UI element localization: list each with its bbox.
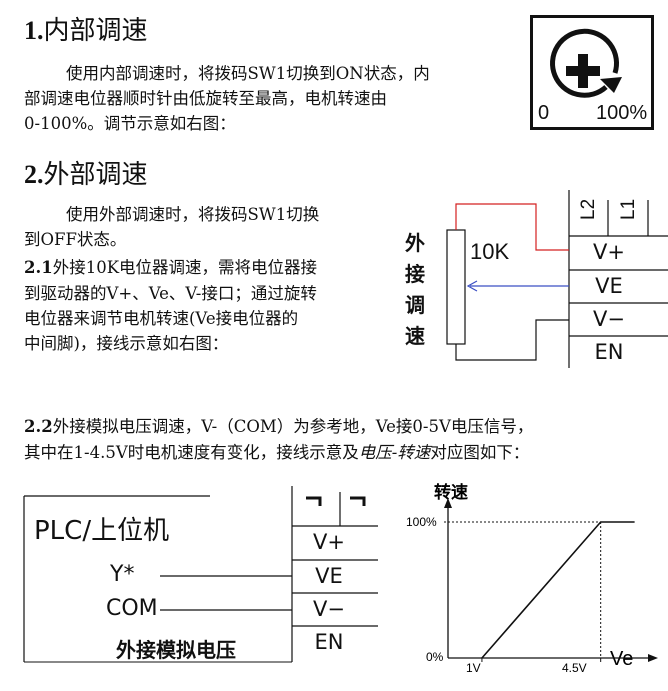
section2-line1: 使用外部调速时，将拨码SW1切换 (66, 205, 320, 224)
chart-ytick-100: 100% (406, 515, 437, 529)
section1-line3: 0-100%。调节示意如右图： (24, 114, 236, 133)
knob-min-label: 0 (538, 102, 550, 124)
chart-series-line (481, 521, 635, 659)
knob-diagram: 0 100% (530, 15, 654, 130)
terminal-l1: L1 (618, 198, 639, 220)
pin-com: COM (106, 596, 158, 621)
side-label-char-4: 速 (405, 324, 425, 348)
sub2-text1: 外接模拟电压调速，V-（COM）为参考地，Ve接0-5V电压信号， (52, 417, 534, 436)
terminal-l2: L2 (578, 198, 599, 220)
plc-terminal-ve: VE (315, 564, 343, 588)
terminal-ve: VE (595, 274, 623, 298)
potentiometer-wiring-diagram: 外 接 调 速 10K L2 L1 V+ VE V− EN (396, 190, 668, 375)
chart-x-axis-arrow (648, 654, 658, 662)
side-label-char-3: 调 (405, 293, 425, 317)
sub2-line1: 2.2外接模拟电压调速，V-（COM）为参考地，Ve接0-5V电压信号， (24, 415, 533, 438)
section2-title: 外部调速 (43, 160, 148, 190)
section1-number: 1. (24, 16, 44, 45)
chart-ylabel: 转速 (434, 482, 468, 502)
section2-line2: 到OFF状态。 (24, 230, 127, 249)
analog-voltage-caption: 外接模拟电压 (116, 638, 236, 662)
chart-ytick-0: 0% (426, 650, 444, 664)
section1-heading: 1.内部调速 (24, 10, 148, 47)
section1-line2: 部调速电位器顺时针由低旋转至最高，电机转速由 (24, 89, 387, 108)
terminal-vminus: V− (593, 307, 625, 331)
sub2-line2: 其中在1-4.5V时电机速度有变化，接线示意及电压-转速对应图如下： (24, 441, 529, 464)
sub2-text2b: 对应图如下： (430, 443, 530, 462)
sub1-text1: 外接10K电位器调速，需将电位器接 (52, 258, 318, 277)
sub1-line2: 到驱动器的V+、Ve、V-接口；通过旋转 (24, 284, 317, 303)
side-label-char-2: 接 (405, 262, 425, 286)
chart-xtick-1v: 1V (466, 661, 481, 675)
chart-xtick-45v: 4.5V (562, 661, 587, 675)
chart-xlabel: Ve (610, 648, 633, 670)
section2-number: 2. (24, 160, 44, 189)
terminal-en: EN (594, 340, 624, 364)
knob-max-label: 100% (596, 102, 648, 124)
pin-y: Y* (110, 562, 135, 587)
plc-title: PLC/上位机 (34, 516, 170, 546)
section1-title: 内部调速 (43, 16, 148, 46)
terminal-vplus: V+ (593, 240, 625, 264)
plc-terminal-vplus: V+ (313, 530, 345, 554)
chart-y-axis-arrow (444, 498, 452, 508)
sub2-text2-italic: 电压-转速 (358, 443, 431, 462)
rotate-clockwise-icon (550, 28, 622, 98)
sub2-text2a: 其中在1-4.5V时电机速度有变化，接线示意及 (24, 443, 359, 462)
section1-line1: 使用内部调速时，将拨码SW1切换到ON状态，内 (66, 64, 430, 83)
voltage-speed-chart: 转速 Ve 100% 0% 1V 4.5V (400, 478, 662, 684)
plc-terminal-vminus: V− (313, 597, 345, 621)
resistor-label: 10K (470, 239, 510, 264)
sub1-line3: 电位器来调节电机转速(Ve接电位器的 (24, 309, 299, 328)
plc-terminal-en: EN (314, 630, 344, 654)
sub2-number: 2.2 (24, 417, 53, 436)
sub1-line1: 2.1外接10K电位器调速，需将电位器接 (24, 256, 317, 279)
plc-wiring-diagram: PLC/上位机 Y* COM 外接模拟电压 V+ VE V− EN (20, 486, 380, 664)
sub1-line4: 中间脚)，接线示意如右图： (24, 334, 229, 353)
section2-heading: 2.外部调速 (24, 154, 148, 191)
sub1-number: 2.1 (24, 258, 53, 277)
side-label-char-1: 外 (405, 231, 425, 255)
